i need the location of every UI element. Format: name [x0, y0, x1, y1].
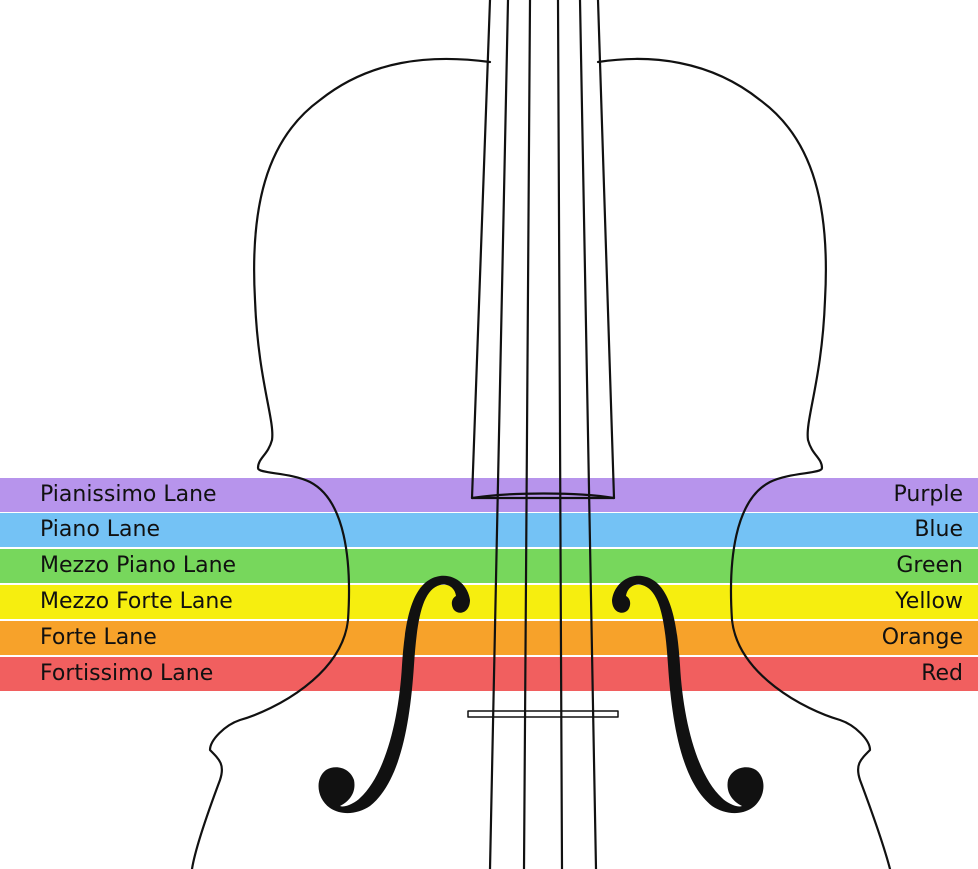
lane-row: Mezzo Piano Lane Green — [0, 549, 978, 583]
cello-body-shape — [192, 0, 890, 869]
lane-name: Pianissimo Lane — [40, 482, 217, 507]
lane-name: Forte Lane — [40, 625, 157, 650]
lane-name: Mezzo Forte Lane — [40, 589, 233, 614]
lane-color-label: Red — [921, 661, 963, 686]
lane-row: Mezzo Forte Lane Yellow — [0, 585, 978, 619]
lane-color-label: Green — [896, 553, 963, 578]
lane-row: Piano Lane Blue — [0, 513, 978, 547]
lane-color-label: Yellow — [895, 589, 963, 614]
lane-name: Fortissimo Lane — [40, 661, 214, 686]
lane-name: Piano Lane — [40, 517, 160, 542]
lane-row: Pianissimo Lane Purple — [0, 478, 978, 512]
lane-row: Forte Lane Orange — [0, 621, 978, 655]
lane-color-label: Blue — [914, 517, 963, 542]
lane-row: Fortissimo Lane Red — [0, 657, 978, 691]
lane-color-label: Orange — [881, 625, 963, 650]
lane-name: Mezzo Piano Lane — [40, 553, 237, 578]
lane-color-label: Purple — [893, 482, 963, 507]
